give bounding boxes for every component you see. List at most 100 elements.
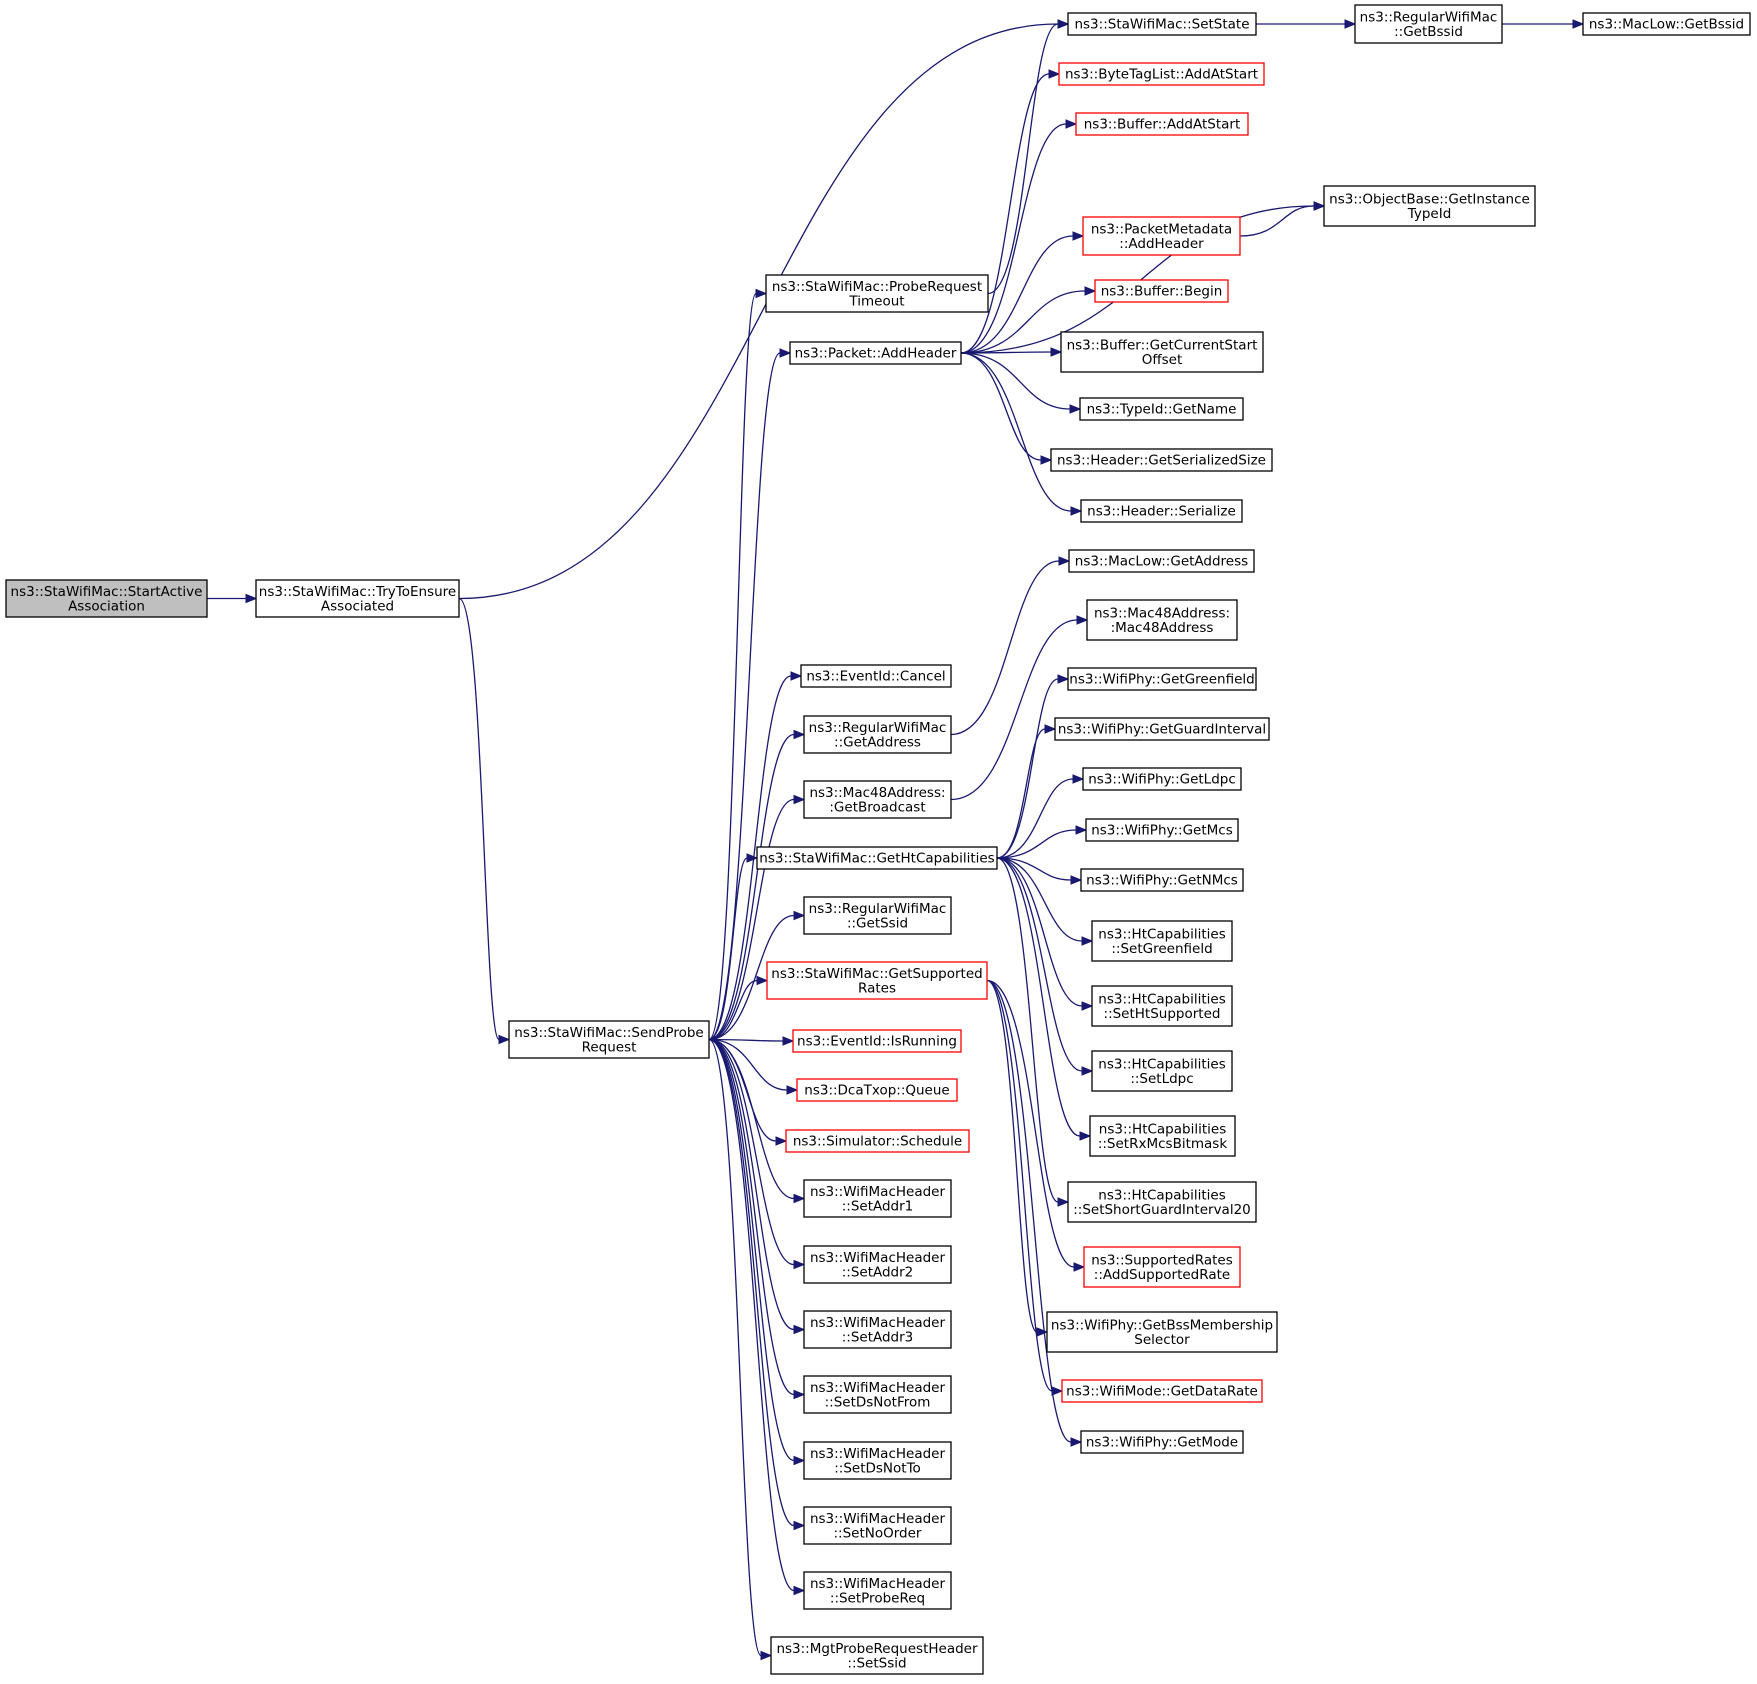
node-label: ns3::Mac48Address: <box>809 785 945 801</box>
call-edge <box>708 1038 806 1466</box>
edge-line <box>996 678 1059 859</box>
function-node-htc-ldpc[interactable]: ns3::HtCapabilities::SetLdpc <box>1091 1050 1233 1092</box>
node-label: ns3::HtCapabilities <box>1098 1056 1225 1072</box>
function-node-wmh-addr3[interactable]: ns3::WifiMacHeader::SetAddr3 <box>803 1310 952 1349</box>
node-label: ns3::WifiMacHeader <box>810 1250 946 1266</box>
node-label: ns3::Buffer::AddAtStart <box>1084 117 1241 133</box>
arrowhead-icon <box>1075 825 1088 835</box>
call-edge <box>708 975 769 1041</box>
function-node-hdr-serialize[interactable]: ns3::Header::Serialize <box>1080 499 1243 523</box>
edge-line <box>708 1038 795 1331</box>
function-node-wmh-dsnotto[interactable]: ns3::WifiMacHeader::SetDsNotTo <box>803 1441 952 1480</box>
call-edge <box>996 857 1094 1011</box>
call-edge <box>207 593 258 604</box>
function-node-hdr-sersize[interactable]: ns3::Header::GetSerializedSize <box>1050 448 1273 472</box>
arrowhead-icon <box>1313 201 1326 211</box>
function-node-wmh-noorder[interactable]: ns3::WifiMacHeader::SetNoOrder <box>803 1506 952 1545</box>
function-node-mode-datarate[interactable]: ns3::WifiMode::GetDataRate <box>1061 1379 1263 1403</box>
function-node-sr-addrate[interactable]: ns3::SupportedRates::AddSupportedRate <box>1083 1246 1241 1288</box>
function-node-phy-mcs[interactable]: ns3::WifiPhy::GetMcs <box>1085 818 1239 842</box>
function-node-typeid-getname[interactable]: ns3::TypeId::GetName <box>1079 397 1244 421</box>
function-node-htc-sgi20[interactable]: ns3::HtCapabilities::SetShortGuardInterv… <box>1067 1181 1257 1223</box>
call-edge <box>960 119 1078 354</box>
function-node-phy-greenfield[interactable]: ns3::WifiPhy::GetGreenfield <box>1067 667 1257 691</box>
function-node-maclow-getbssid[interactable]: ns3::MacLow::GetBssid <box>1582 12 1751 36</box>
arrowhead-icon <box>498 1034 511 1045</box>
node-box <box>785 1129 970 1153</box>
function-node-htc-htsupported[interactable]: ns3::HtCapabilities::SetHtSupported <box>1091 985 1233 1027</box>
node-label: ns3::WifiPhy::GetLdpc <box>1088 772 1236 788</box>
arrowhead-icon <box>1065 119 1078 129</box>
function-node-wmh-addr1[interactable]: ns3::WifiMacHeader::SetAddr1 <box>803 1179 952 1218</box>
node-label: ::SetAddr2 <box>842 1264 914 1280</box>
function-node-wmh-dsnotfrom[interactable]: ns3::WifiMacHeader::SetDsNotFrom <box>803 1375 952 1414</box>
node-label: ::SetProbeReq <box>830 1590 925 1606</box>
edge-line <box>708 1038 784 1042</box>
function-node-phy-ldpc[interactable]: ns3::WifiPhy::GetLdpc <box>1082 767 1242 791</box>
function-node-eventid-cancel[interactable]: ns3::EventId::Cancel <box>800 664 952 688</box>
arrowhead-icon <box>1070 1437 1083 1447</box>
function-nodes: ns3::StaWifiMac::StartActiveAssociationn… <box>5 4 1751 1675</box>
node-label: ns3::WifiMacHeader <box>810 1576 946 1592</box>
arrowhead-icon <box>793 1455 806 1466</box>
function-node-eventid-isrunning[interactable]: ns3::EventId::IsRunning <box>792 1029 962 1053</box>
function-node-mgt-setssid[interactable]: ns3::MgtProbeRequestHeader::SetSsid <box>770 1636 984 1675</box>
node-box <box>1091 985 1233 1027</box>
function-node-dcatxop-queue[interactable]: ns3::DcaTxop::Queue <box>796 1078 958 1102</box>
arrowhead-icon <box>775 1136 788 1146</box>
node-label: ::SetNoOrder <box>834 1525 922 1541</box>
function-node-mac48-ctor[interactable]: ns3::Mac48Address::Mac48Address <box>1086 599 1238 641</box>
arrowhead-icon <box>779 348 792 358</box>
call-edge <box>708 910 806 1041</box>
function-node-sta-setstate[interactable]: ns3::StaWifiMac::SetState <box>1067 12 1257 36</box>
node-box <box>803 896 952 935</box>
function-node-rwm-getssid[interactable]: ns3::RegularWifiMac::GetSsid <box>803 896 952 935</box>
function-node-rwm-getbssid[interactable]: ns3::RegularWifiMac::GetBssid <box>1354 4 1503 44</box>
function-node-phy-getmode[interactable]: ns3::WifiPhy::GetMode <box>1080 1430 1244 1454</box>
node-box <box>803 1375 952 1414</box>
function-node-pmeta-addheader[interactable]: ns3::PacketMetadata::AddHeader <box>1082 216 1241 256</box>
edge-line <box>708 1038 795 1462</box>
function-node-phy-nmcs[interactable]: ns3::WifiPhy::GetNMcs <box>1080 868 1244 892</box>
node-label: ns3::TypeId::GetName <box>1087 402 1237 418</box>
node-label: ns3::Buffer::Begin <box>1101 284 1223 300</box>
function-node-sim-schedule[interactable]: ns3::Simulator::Schedule <box>785 1129 970 1153</box>
function-node-htc-rxmcs[interactable]: ns3::HtCapabilities::SetRxMcsBitmask <box>1089 1115 1236 1157</box>
function-node-rwm-getaddress[interactable]: ns3::RegularWifiMac::GetAddress <box>803 715 952 754</box>
edge-line <box>960 235 1074 354</box>
call-edge <box>1502 19 1585 29</box>
function-node-htc-greenfield[interactable]: ns3::HtCapabilities::SetGreenfield <box>1091 920 1233 962</box>
function-node-maclow-getaddress[interactable]: ns3::MacLow::GetAddress <box>1068 549 1255 573</box>
arrowhead-icon <box>1081 1001 1094 1011</box>
node-box <box>803 1441 952 1480</box>
function-node-wmh-probereq[interactable]: ns3::WifiMacHeader::SetProbeReq <box>803 1571 952 1610</box>
function-node-phy-guardint[interactable]: ns3::WifiPhy::GetGuardInterval <box>1054 717 1270 741</box>
node-box <box>1082 767 1242 791</box>
call-edge <box>708 1038 806 1531</box>
node-label: ::SetGreenfield <box>1111 941 1212 957</box>
node-box <box>508 1020 710 1059</box>
node-box <box>1091 1050 1233 1092</box>
function-node-wmh-addr2[interactable]: ns3::WifiMacHeader::SetAddr2 <box>803 1245 952 1284</box>
arrowhead-icon <box>1070 875 1083 885</box>
node-label: ns3::RegularWifiMac <box>809 720 947 736</box>
node-label: ns3::Packet::AddHeader <box>795 346 957 362</box>
arrowhead-icon <box>1057 1197 1070 1207</box>
function-node-btl-addatstart[interactable]: ns3::ByteTagList::AddAtStart <box>1058 62 1265 86</box>
function-node-get-htcap[interactable]: ns3::StaWifiMac::GetHtCapabilities <box>756 846 998 870</box>
function-node-pkt-addheader[interactable]: ns3::Packet::AddHeader <box>789 341 962 365</box>
function-node-buf-begin[interactable]: ns3::Buffer::Begin <box>1094 279 1229 303</box>
edge-line <box>708 798 795 1041</box>
function-node-buf-addatstart[interactable]: ns3::Buffer::AddAtStart <box>1075 112 1249 136</box>
edge-line <box>708 1038 795 1527</box>
function-node-mac48-bcast[interactable]: ns3::Mac48Address::GetBroadcast <box>803 780 952 819</box>
arrowhead-icon <box>1072 231 1085 241</box>
